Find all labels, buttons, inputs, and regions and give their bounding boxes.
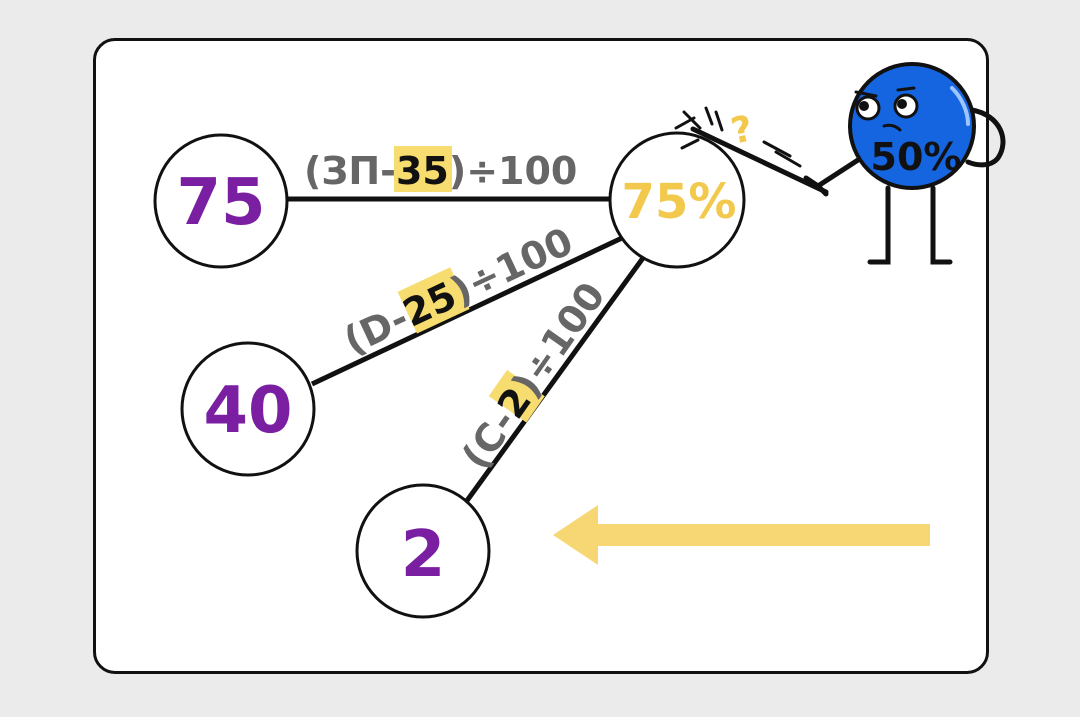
formula-75-post: )÷100 (449, 149, 578, 193)
formula-2-post: )÷100 (504, 274, 614, 405)
formula-2-highlight (488, 369, 545, 423)
formula-75-highlight (394, 146, 452, 192)
ball-shine (950, 86, 970, 126)
node-40-label: 40 (203, 374, 292, 448)
ball-character: 50% (690, 62, 1006, 265)
formula-75: (ЗП-35)÷100 (304, 146, 577, 193)
edge-2 (463, 256, 646, 504)
edge-40 (310, 235, 624, 387)
impact-marks-icon (674, 106, 802, 168)
pointer-stick (690, 126, 829, 195)
formula-75-pre: (ЗП- (304, 149, 396, 193)
blue-ball-body (848, 62, 976, 190)
node-40: 40 (180, 341, 316, 477)
node-75: 75 (153, 133, 289, 269)
character-left-leg (867, 185, 891, 265)
node-center-label: 75% (622, 174, 737, 230)
eyes-icon (854, 86, 919, 132)
node-center: 75% (608, 131, 746, 269)
formula-75-value: 35 (396, 149, 449, 193)
formula-40-highlight (397, 267, 470, 334)
character-thinking-arm (965, 107, 1006, 168)
node-2: 2 (355, 483, 491, 619)
node-75-label: 75 (176, 166, 265, 240)
svg-text:(ЗП-35)÷100: (ЗП-35)÷100 (304, 149, 577, 193)
arrow-left-icon (553, 505, 930, 565)
node-2-label: 2 (401, 518, 446, 592)
character-label: 50% (871, 135, 962, 179)
character-right-leg (930, 185, 953, 265)
